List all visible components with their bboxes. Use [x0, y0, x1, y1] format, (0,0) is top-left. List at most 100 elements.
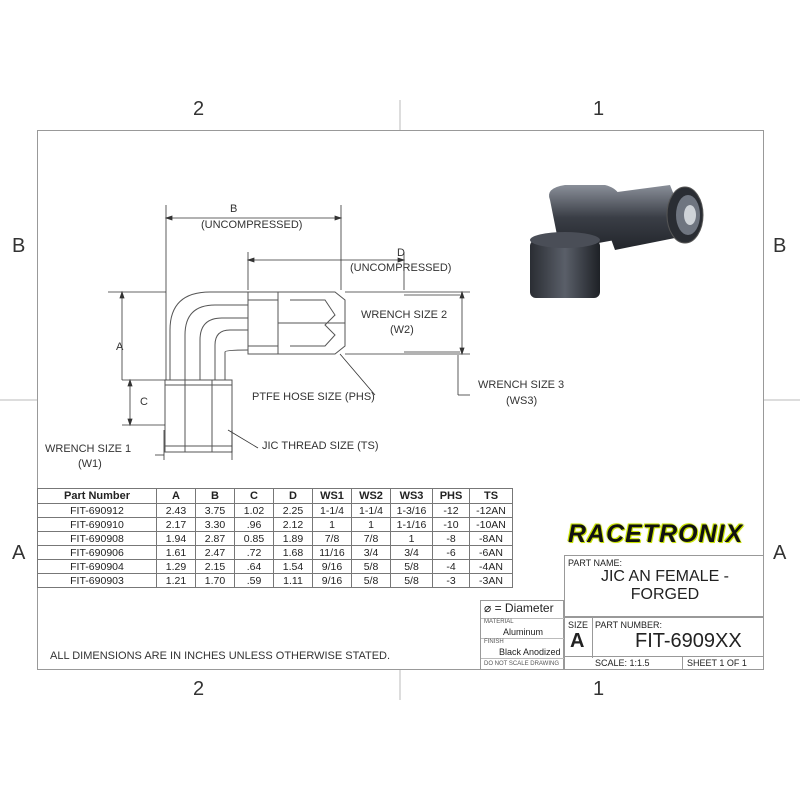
cell: 1.11 — [273, 573, 313, 588]
cell: 2.17 — [156, 517, 196, 532]
cell: 0.85 — [234, 531, 274, 546]
table-row: FIT-690906 1.61 2.47 .72 1.68 11/16 3/4 … — [37, 545, 513, 560]
dim-c-label: C — [140, 396, 148, 408]
ws2-code: (W2) — [390, 324, 414, 336]
ts-label: JIC THREAD SIZE (TS) — [262, 440, 379, 452]
cell: 1.94 — [156, 531, 196, 546]
cell: FIT-690908 — [37, 531, 157, 546]
cell: FIT-690910 — [37, 517, 157, 532]
cell: 7/8 — [351, 531, 391, 546]
size-label: SIZE — [568, 620, 589, 630]
drawing-frame — [37, 130, 764, 670]
table-row: FIT-690908 1.94 2.87 0.85 1.89 7/8 7/8 1… — [37, 531, 513, 546]
cell: 1.29 — [156, 559, 196, 574]
cell: .72 — [234, 545, 274, 560]
cell: 2.25 — [273, 503, 313, 518]
table-row: FIT-690904 1.29 2.15 .64 1.54 9/16 5/8 5… — [37, 559, 513, 574]
cell: 1.21 — [156, 573, 196, 588]
cell: 2.12 — [273, 517, 313, 532]
dim-b-label: B — [230, 203, 238, 215]
col-c: C — [234, 488, 274, 504]
diameter-text: = Diameter — [494, 601, 554, 615]
zone-marker-bottom-1: 1 — [593, 678, 605, 700]
cell: 2.47 — [195, 545, 235, 560]
brand-logo: RACETRONIX — [568, 520, 744, 548]
cell: -8 — [432, 531, 470, 546]
dim-d-note: (UNCOMPRESSED) — [350, 262, 452, 274]
cell: 5/8 — [390, 559, 433, 574]
material-box: ⌀ = Diameter MATERIAL Aluminum FINISH Bl… — [480, 600, 565, 670]
zone-marker-right-b: B — [773, 235, 787, 257]
phs-label: PTFE HOSE SIZE (PHS) — [252, 391, 375, 403]
part-number-box: SIZE A PART NUMBER: FIT-6909XX — [564, 617, 764, 658]
col-phs: PHS — [432, 488, 470, 504]
cell: 9/16 — [312, 559, 352, 574]
part-number-label: PART NUMBER: — [595, 620, 663, 630]
col-b: B — [195, 488, 235, 504]
zone-marker-left-b: B — [12, 235, 26, 257]
dim-a-label: A — [116, 341, 124, 353]
col-ws1: WS1 — [312, 488, 352, 504]
zone-marker-bottom-2: 2 — [193, 678, 205, 700]
scale-sheet-box: SCALE: 1:1.5 SHEET 1 OF 1 — [564, 656, 764, 670]
table-row: FIT-690912 2.43 3.75 1.02 2.25 1-1/4 1-1… — [37, 503, 513, 518]
diameter-icon: ⌀ — [484, 601, 492, 615]
cell: 3/4 — [351, 545, 391, 560]
cell: FIT-690903 — [37, 573, 157, 588]
cell: 1 — [390, 531, 433, 546]
cell: 3/4 — [390, 545, 433, 560]
sheet-value: SHEET 1 OF 1 — [687, 658, 747, 668]
table-row: FIT-690910 2.17 3.30 .96 2.12 1 1 1-1/16… — [37, 517, 513, 532]
cell: .64 — [234, 559, 274, 574]
no-scale-note: DO NOT SCALE DRAWING — [484, 661, 560, 667]
ws3-code: (WS3) — [506, 395, 538, 407]
cell: -3AN — [469, 573, 513, 588]
cell: FIT-690906 — [37, 545, 157, 560]
diameter-legend: ⌀ = Diameter — [484, 601, 554, 615]
cell: 2.87 — [195, 531, 235, 546]
col-a: A — [156, 488, 196, 504]
part-name-line-2: FORGED — [630, 586, 700, 603]
cell: 1.02 — [234, 503, 274, 518]
part-name-label: PART NAME: — [568, 558, 623, 568]
cell: -4AN — [469, 559, 513, 574]
fitting-3d-render — [530, 185, 704, 298]
dim-b-note: (UNCOMPRESSED) — [201, 219, 303, 231]
ws2-label: WRENCH SIZE 2 — [361, 309, 448, 321]
col-part-number: Part Number — [37, 488, 157, 504]
cell: -12 — [432, 503, 470, 518]
cell: 1 — [312, 517, 352, 532]
cell: .59 — [234, 573, 274, 588]
cell: FIT-690912 — [37, 503, 157, 518]
cell: -6 — [432, 545, 470, 560]
part-name-box: PART NAME: JIC AN FEMALE - FORGED — [564, 555, 764, 617]
cell: 3.30 — [195, 517, 235, 532]
size-value: A — [570, 630, 585, 652]
cell: 1-3/16 — [390, 503, 433, 518]
cell: 11/16 — [312, 545, 352, 560]
cell: -10 — [432, 517, 470, 532]
cell: 1-1/4 — [312, 503, 352, 518]
dimension-note: ALL DIMENSIONS ARE IN INCHES UNLESS OTHE… — [50, 650, 391, 662]
parts-table: Part Number A B C D WS1 WS2 WS3 PHS TS F… — [37, 488, 513, 588]
cell: FIT-690904 — [37, 559, 157, 574]
cell: -3 — [432, 573, 470, 588]
col-ws3: WS3 — [390, 488, 433, 504]
cell: 1.89 — [273, 531, 313, 546]
cell: 1 — [351, 517, 391, 532]
col-ts: TS — [469, 488, 513, 504]
cell: 3.75 — [195, 503, 235, 518]
cell: .96 — [234, 517, 274, 532]
cell: 1-1/4 — [351, 503, 391, 518]
table-header-row: Part Number A B C D WS1 WS2 WS3 PHS TS — [37, 488, 513, 504]
part-name-line-1: JIC AN FEMALE - — [600, 568, 730, 585]
zone-marker-top-2: 2 — [193, 98, 205, 120]
zone-marker-top-1: 1 — [593, 98, 605, 120]
cell: 2.43 — [156, 503, 196, 518]
cell: 5/8 — [390, 573, 433, 588]
cell: -12AN — [469, 503, 513, 518]
cell: 1.61 — [156, 545, 196, 560]
cell: 1.68 — [273, 545, 313, 560]
cell: 7/8 — [312, 531, 352, 546]
